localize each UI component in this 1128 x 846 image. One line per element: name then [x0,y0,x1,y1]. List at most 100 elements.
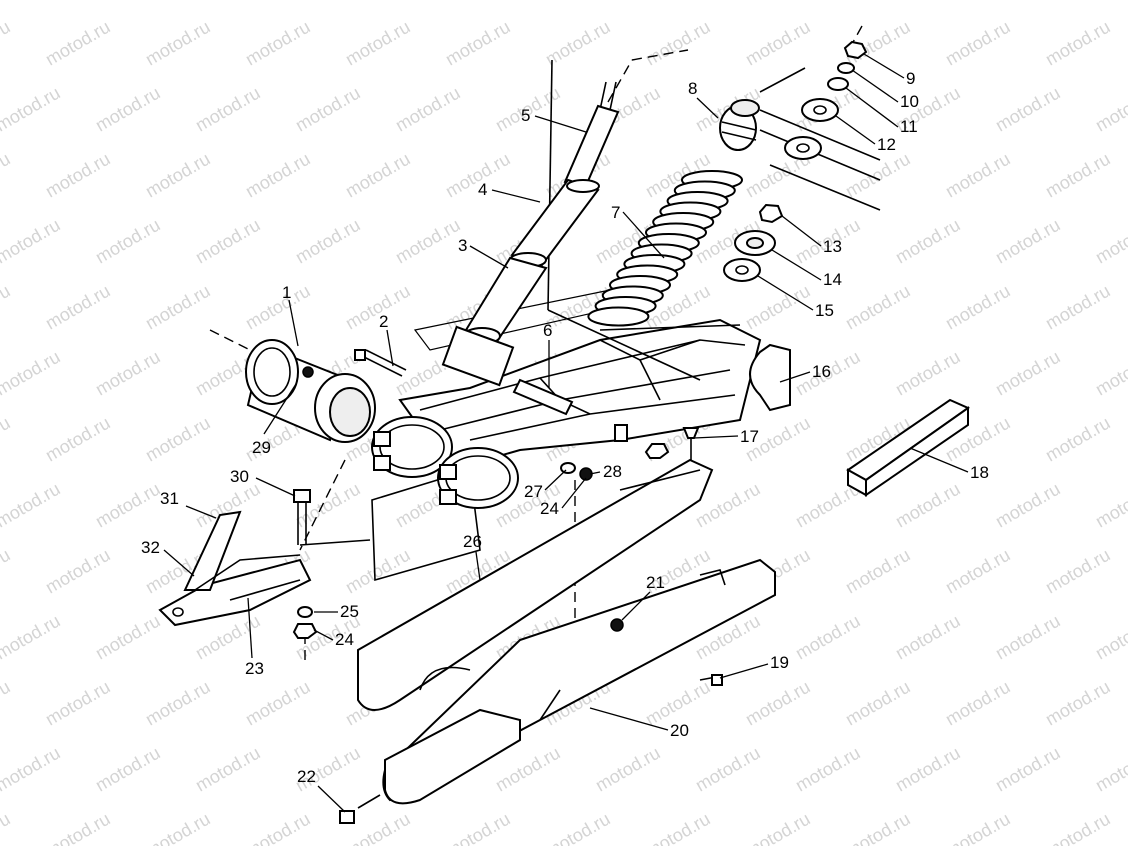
callout-5: 5 [521,106,587,133]
callout-number: 13 [823,237,842,256]
watermark-text: motod.ru [92,347,164,400]
callout-18: 18 [909,447,989,482]
callout-number: 12 [877,135,896,154]
leader-line [475,551,481,581]
watermark-text: motod.ru [1042,809,1114,846]
callout-6: 6 [543,321,552,388]
callout-number: 21 [646,573,665,592]
watermark-text: motod.ru [0,347,64,400]
callout-number: 4 [478,180,487,199]
callout-number: 29 [252,438,271,457]
watermark-text: motod.ru [92,83,164,136]
watermark-text: motod.ru [292,215,364,268]
callout-number: 3 [458,236,467,255]
callout-21: 21 [621,573,665,621]
pivot-pin [512,378,574,416]
callout-number: 18 [970,463,989,482]
leader-line [757,275,814,311]
watermark-text: motod.ru [192,83,264,136]
watermark-text: motod.ru [1042,149,1114,202]
watermark-text: motod.ru [892,0,964,3]
watermark-text: motod.ru [842,809,914,846]
watermark-text: motod.ru [592,0,664,3]
watermark-text: motod.ru [0,215,64,268]
watermark-text: motod.ru [342,545,414,598]
callout-7: 7 [611,203,665,259]
watermark-text: motod.ru [42,545,114,598]
callout-number: 26 [463,532,482,551]
watermark-text: motod.ru [0,611,64,664]
leader-line [469,245,509,269]
watermark-text: motod.ru [192,215,264,268]
watermark-text: motod.ru [992,743,1064,796]
watermark-text: motod.ru [892,611,964,664]
leader-line [255,477,296,497]
small-fasteners [292,424,723,824]
callout-number: 16 [812,362,831,381]
watermark-text: motod.ru [192,0,264,3]
watermark-text: motod.ru [992,83,1064,136]
callout-number: 6 [543,321,552,340]
watermark-text: motod.ru [992,347,1064,400]
callout-number: 10 [900,92,919,111]
leader-line [909,447,969,473]
callout-number: 32 [141,538,160,557]
watermark-text: motod.ru [842,281,914,334]
callout-4: 4 [478,180,541,203]
leader-line [185,505,217,519]
callout-10: 10 [851,69,919,111]
watermark-text: motod.ru [392,0,464,3]
callout-31: 31 [160,489,217,519]
watermark-text: motod.ru [0,479,64,532]
watermark-text: motod.ru [0,149,14,202]
watermark-text: motod.ru [892,215,964,268]
watermark-text: motod.ru [242,149,314,202]
chaincase-lower [382,558,776,805]
watermark-text: motod.ru [242,809,314,846]
leader-line [589,471,601,475]
leader-line [696,97,719,119]
swing-arm-frame [398,59,806,472]
callout-number: 14 [823,270,842,289]
callout-number: 31 [160,489,179,508]
watermark-text: motod.ru [242,17,314,70]
watermark-text: motod.ru [42,17,114,70]
watermark-text: motod.ru [742,17,814,70]
watermark-text: motod.ru [0,281,14,334]
leader-line [835,115,876,145]
callout-number: 1 [282,283,291,302]
pivot-bushing [245,339,376,443]
callout-number: 17 [740,427,759,446]
watermark-text: motod.ru [1092,479,1128,532]
callout-number: 20 [670,721,689,740]
watermark-text: motod.ru [292,479,364,532]
watermark-text: motod.ru [0,0,64,3]
watermark-text: motod.ru [942,17,1014,70]
watermark-text: motod.ru [1042,545,1114,598]
watermark-text: motod.ru [242,281,314,334]
rear-clamp [749,343,791,412]
watermark-text: motod.ru [342,149,414,202]
callout-28: 28 [589,462,622,481]
watermark-text: motod.ru [0,413,14,466]
watermark-text: motod.ru [592,743,664,796]
watermark-text: motod.ru [642,809,714,846]
watermark-text: motod.ru [1092,83,1128,136]
callout-2: 2 [379,312,394,367]
callout-number: 15 [815,301,834,320]
watermark-text: motod.ru [42,281,114,334]
watermark-text: motod.ru [792,743,864,796]
leader-line [719,663,769,679]
leader-line [247,597,253,659]
callout-number: 8 [688,79,697,98]
watermark-text: motod.ru [1042,677,1114,730]
watermark-text: motod.ru [892,479,964,532]
watermark-text: motod.ru [292,83,364,136]
watermark-text: motod.ru [942,149,1014,202]
watermark-text: motod.ru [392,215,464,268]
leader-line [771,249,822,281]
leader-line [544,469,567,491]
watermark-text: motod.ru [892,743,964,796]
watermark-text: motod.ru [542,809,614,846]
